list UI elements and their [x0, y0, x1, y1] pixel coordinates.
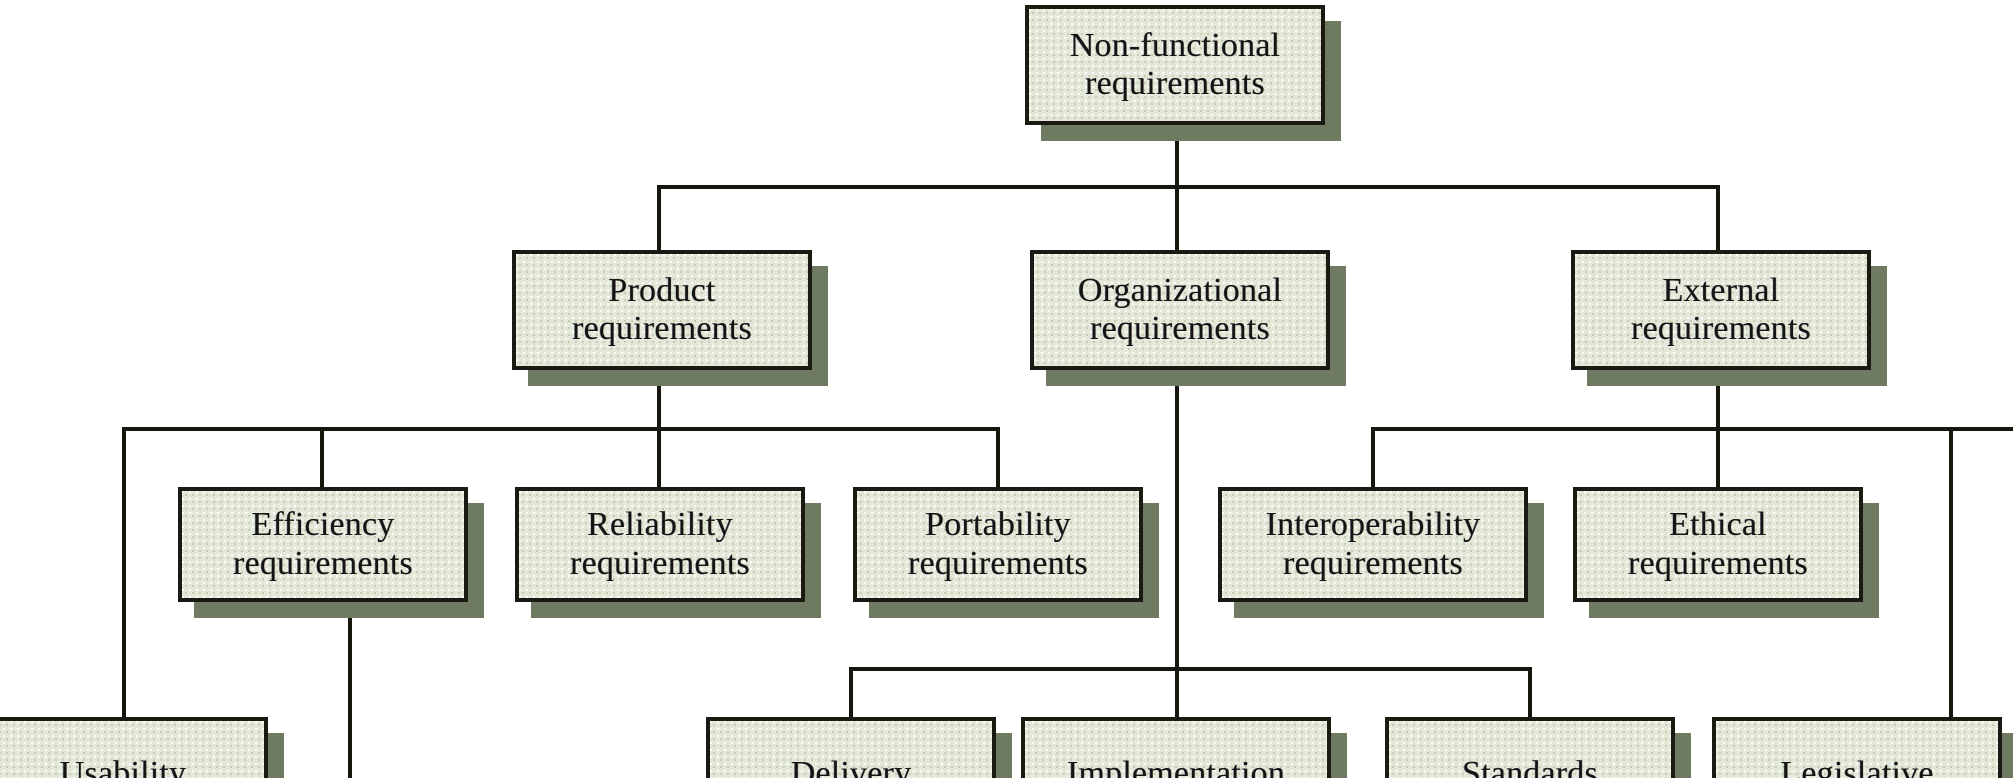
node-label-line2: requirements: [908, 544, 1088, 582]
node-label-line1: Standards: [1462, 755, 1598, 778]
node-label-line1: Interoperability: [1265, 506, 1481, 544]
edge-bus-level2: [657, 185, 1720, 189]
node-face: Product requirements: [512, 250, 812, 370]
edge-drop-delivery: [849, 667, 853, 718]
node-face: Interoperability requirements: [1218, 487, 1528, 602]
edge-organizational-stem: [1175, 355, 1179, 670]
node-label-line1: Non-functional: [1069, 26, 1281, 64]
node-face: Legislative: [1712, 717, 2002, 778]
node-label-line1: Portability: [925, 506, 1071, 544]
node-label-line1: Delivery: [790, 755, 912, 778]
node-label-line1: Organizational: [1077, 271, 1283, 309]
node-delivery-requirements[interactable]: Delivery: [706, 717, 1012, 778]
node-legislative-requirements[interactable]: Legislative: [1712, 717, 2013, 778]
node-usability-requirements[interactable]: Usability: [0, 717, 284, 778]
node-label-line2: requirements: [1283, 544, 1463, 582]
edge-drop-external: [1716, 185, 1720, 250]
node-label-line1: Usability: [59, 755, 187, 778]
edge-drop-standards: [1528, 667, 1532, 718]
node-efficiency-requirements[interactable]: Efficiency requirements: [178, 487, 484, 618]
node-label-line1: External: [1662, 271, 1780, 309]
edge-drop-reliability: [657, 427, 661, 487]
node-label-line1: Efficiency: [251, 506, 395, 544]
edge-bus-organizational: [849, 667, 1531, 671]
node-face: Efficiency requirements: [178, 487, 468, 602]
edge-efficiency-stem: [348, 600, 352, 778]
edge-root-stem: [1175, 112, 1179, 188]
node-face: Usability: [0, 717, 268, 778]
node-portability-requirements[interactable]: Portability requirements: [853, 487, 1159, 618]
node-label-line2: requirements: [233, 544, 413, 582]
edge-drop-organizational: [1175, 185, 1179, 250]
node-face: Ethical requirements: [1573, 487, 1863, 602]
node-face: Reliability requirements: [515, 487, 805, 602]
node-face: Delivery: [706, 717, 996, 778]
edge-drop-portability: [996, 427, 1000, 487]
node-label-line2: requirements: [572, 310, 752, 347]
node-label-line1: Ethical: [1669, 506, 1767, 544]
node-face: Standards: [1385, 717, 1675, 778]
node-face: Portability requirements: [853, 487, 1143, 602]
edge-bus-external: [1371, 427, 2013, 431]
node-reliability-requirements[interactable]: Reliability requirements: [515, 487, 821, 618]
node-product-requirements[interactable]: Product requirements: [512, 250, 828, 386]
node-label-line2: requirements: [1085, 65, 1265, 102]
node-label-line2: requirements: [1631, 310, 1811, 347]
edge-drop-efficiency: [320, 427, 324, 487]
node-ethical-requirements[interactable]: Ethical requirements: [1573, 487, 1879, 618]
node-label-line1: Product: [608, 271, 716, 309]
node-interoperability-requirements[interactable]: Interoperability requirements: [1218, 487, 1544, 618]
edge-drop-ethical: [1716, 427, 1720, 487]
edge-drop-product: [657, 185, 661, 250]
node-implementation-requirements[interactable]: Implementation: [1021, 717, 1347, 778]
node-non-functional-requirements[interactable]: Non-functional requirements: [1025, 5, 1341, 141]
node-label-line1: Reliability: [587, 506, 733, 544]
node-label-line2: requirements: [1628, 544, 1808, 582]
node-face: Organizational requirements: [1030, 250, 1330, 370]
edge-product-stem: [657, 355, 661, 430]
node-external-requirements[interactable]: External requirements: [1571, 250, 1887, 386]
node-label-line1: Legislative: [1780, 755, 1934, 778]
edge-bus-product: [122, 427, 999, 431]
node-face: External requirements: [1571, 250, 1871, 370]
node-face: Non-functional requirements: [1025, 5, 1325, 125]
node-face: Implementation: [1021, 717, 1331, 778]
node-label-line2: requirements: [1090, 310, 1270, 347]
node-label-line2: requirements: [570, 544, 750, 582]
node-organizational-requirements[interactable]: Organizational requirements: [1030, 250, 1346, 386]
node-label-line1: Implementation: [1066, 755, 1286, 778]
node-standards-requirements[interactable]: Standards: [1385, 717, 1691, 778]
edge-drop-legislative: [1949, 427, 1953, 717]
edge-drop-interoperability: [1371, 427, 1375, 487]
edge-drop-usability: [122, 427, 126, 717]
edge-external-stem: [1716, 355, 1720, 430]
edge-drop-implementation: [1175, 667, 1179, 718]
